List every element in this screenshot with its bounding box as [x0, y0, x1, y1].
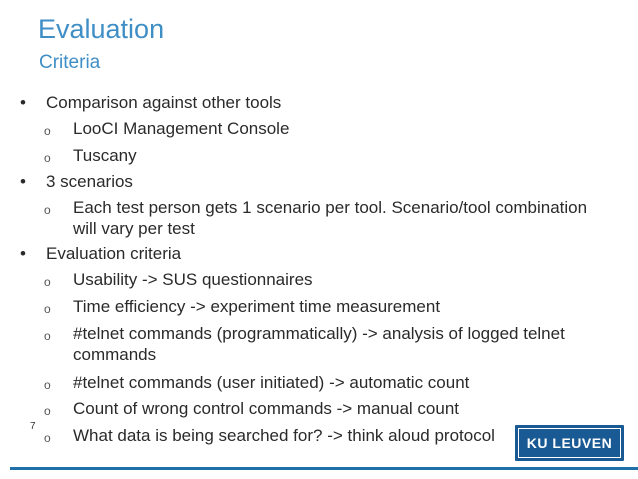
footer-bar: [10, 467, 638, 470]
sub-bullet-text: #telnet commands (programmatically) -> a…: [73, 324, 565, 343]
bullet-marker: •: [20, 93, 26, 112]
sub-bullet-marker: o: [44, 431, 51, 445]
bullet-marker: •: [20, 172, 26, 191]
sub-bullet-text: LooCI Management Console: [73, 119, 290, 138]
bullet-marker: •: [20, 244, 26, 263]
bullet-text: 3 scenarios: [46, 172, 133, 191]
sub-bullet-marker: o: [44, 404, 51, 418]
sub-bullet-text: will vary per test: [73, 219, 195, 238]
sub-bullet-text: #telnet commands (user initiated) -> aut…: [73, 373, 470, 392]
sub-bullet-marker: o: [44, 151, 51, 165]
sub-bullet-text: Count of wrong control commands -> manua…: [73, 399, 460, 418]
sub-bullet-text: Usability -> SUS questionnaires: [73, 270, 313, 289]
sub-bullet-text: commands: [73, 345, 157, 364]
sub-bullet-marker: o: [44, 275, 51, 289]
page-number: 7: [30, 421, 36, 432]
sub-bullet-text: Each test person gets 1 scenario per too…: [73, 198, 588, 217]
sub-bullet-marker: o: [44, 329, 51, 343]
sub-bullet-text: Time efficiency -> experiment time measu…: [73, 297, 441, 316]
logo-text: KU LEUVEN: [518, 428, 621, 458]
sub-bullet-text: Tuscany: [73, 146, 137, 165]
sub-bullet-marker: o: [44, 378, 51, 392]
sub-bullet-text: What data is being searched for? -> thin…: [73, 426, 495, 445]
sub-bullet-marker: o: [44, 302, 51, 316]
bullet-text: Evaluation criteria: [46, 244, 182, 263]
slide-title: Evaluation: [38, 14, 165, 44]
sub-bullet-marker: o: [44, 203, 51, 217]
ku-leuven-logo: KU LEUVEN: [515, 425, 624, 461]
slide-subtitle: Criteria: [39, 52, 101, 73]
sub-bullet-marker: o: [44, 124, 51, 138]
bullet-text: Comparison against other tools: [46, 93, 282, 112]
